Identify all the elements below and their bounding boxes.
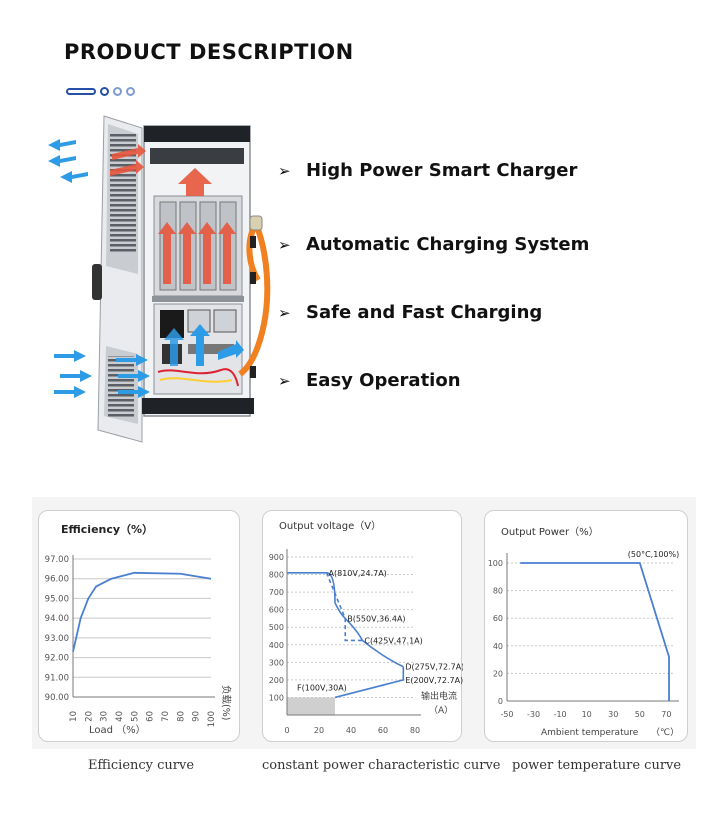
x-tick-label: 40 [115, 711, 125, 722]
constant-power-inner-line [325, 572, 363, 642]
y-tick-label: 500 [269, 623, 284, 632]
y-tick-label: 92.00 [45, 654, 69, 664]
x-tick-label: 10 [69, 711, 79, 722]
efficiency-chart: Efficiency（%） 90.00 91.00 92.00 93.00 94.00 95… [45, 523, 232, 736]
feature-item: ➢ High Power Smart Charger [278, 160, 577, 181]
feature-item: ➢ Safe and Fast Charging [278, 302, 542, 323]
pagination-dots [66, 85, 135, 97]
chart-title: Output Power（%） [501, 526, 599, 538]
x-tick-label: 70 [161, 711, 171, 722]
y-tick-label: 97.00 [45, 555, 69, 565]
x-tick-label: 60 [146, 711, 156, 722]
power-temperature-chart-panel: Output Power（%） 0 20 40 60 80 100 -50 -30 -10 10 30… [484, 510, 688, 742]
y-tick-label: 96.00 [45, 575, 69, 585]
arrow-bullet-icon: ➢ [278, 303, 291, 322]
chart-caption: Efficiency curve [88, 758, 195, 773]
chart-caption: power temperature curve [512, 758, 682, 773]
constant-power-lower-line [334, 666, 405, 699]
x-axis-label: Load （%） [89, 724, 146, 736]
feature-item: ➢ Automatic Charging System [278, 234, 589, 255]
x-tick-label: 20 [84, 711, 94, 722]
arrow-bullet-icon: ➢ [278, 371, 291, 390]
x-axis-unit: （℃） [651, 727, 679, 738]
charging-cabinet-image [48, 115, 271, 443]
x-axis-label: 输出电流 [421, 690, 457, 702]
feature-item: ➢ Easy Operation [278, 370, 461, 391]
feature-label: Safe and Fast Charging [306, 302, 543, 323]
pagination-dot-active [66, 87, 96, 95]
x-tick-label: 80 [176, 711, 186, 722]
y-tick-label: 60 [493, 614, 503, 623]
chart-title: Efficiency（%） [61, 523, 153, 536]
x-tick-label: 90 [192, 711, 202, 722]
x-tick-label: 0 [284, 726, 289, 735]
pagination-dot [126, 86, 135, 96]
shaded-region [287, 697, 335, 715]
x-tick-label: 30 [100, 711, 110, 722]
x-tick-label: -30 [527, 710, 540, 719]
point-annotation: B(550V,36.4A) [347, 614, 405, 623]
feature-label: High Power Smart Charger [306, 160, 578, 181]
y-tick-label: 700 [269, 588, 284, 597]
page-title: PRODUCT DESCRIPTION [64, 40, 354, 64]
x-tick-label: 100 [207, 711, 217, 727]
chart-caption: constant power characteristic curve [262, 758, 501, 773]
y-tick-label: 200 [269, 676, 284, 685]
y-tick-label: 300 [269, 658, 284, 667]
point-annotation: E(200V,72.7A) [405, 676, 463, 685]
x-axis-label: Ambient temperature [541, 728, 639, 738]
power-temperature-line [520, 562, 670, 701]
y-tick-label: 93.00 [45, 634, 69, 644]
x-axis-unit: （A） [429, 705, 453, 716]
arrow-bullet-icon: ➢ [278, 161, 291, 180]
x-axis-side-label: 负载(%) [220, 685, 232, 720]
x-tick-label: 40 [346, 726, 356, 735]
y-tick-label: 40 [493, 642, 503, 651]
power-temperature-chart: Output Power（%） 0 20 40 60 80 100 -50 -30 -10 10 30… [488, 526, 680, 738]
x-tick-label: 50 [635, 710, 645, 719]
efficiency-chart-panel: Efficiency（%） 90.00 91.00 92.00 93.00 94.00 95… [38, 510, 240, 742]
arrow-bullet-icon: ➢ [278, 235, 291, 254]
y-tick-label: 100 [269, 693, 284, 702]
x-tick-label: -10 [554, 710, 567, 719]
x-tick-label: 80 [410, 726, 420, 735]
efficiency-series-line [72, 571, 212, 652]
y-tick-label: 80 [493, 587, 503, 596]
point-annotation: F(100V,30A) [297, 683, 347, 692]
x-tick-label: 30 [608, 710, 618, 719]
x-tick-label: -50 [500, 710, 513, 719]
y-tick-label: 900 [269, 553, 284, 562]
y-tick-label: 91.00 [45, 673, 69, 683]
y-tick-label: 95.00 [45, 594, 69, 604]
point-annotation: D(275V,72.7A) [405, 663, 463, 672]
point-annotation: C(425V,47.1A) [364, 636, 422, 645]
y-tick-label: 0 [498, 697, 503, 706]
constant-power-chart: Output voltage（V）10020030040050060070080… [269, 520, 463, 735]
y-tick-label: 100 [488, 559, 503, 568]
y-tick-label: 800 [269, 571, 284, 580]
pagination-dot [113, 86, 122, 96]
point-annotation: A(810V,24.7A) [329, 569, 387, 578]
y-tick-label: 90.00 [45, 693, 69, 703]
point-annotation: (50°C,100%) [628, 550, 679, 559]
y-tick-label: 20 [493, 669, 503, 678]
x-tick-label: 60 [378, 726, 388, 735]
chart-title: Output voltage（V） [279, 520, 381, 532]
y-tick-label: 600 [269, 606, 284, 615]
x-tick-label: 10 [582, 710, 592, 719]
y-tick-label: 400 [269, 641, 284, 650]
x-tick-label: 50 [130, 711, 140, 722]
feature-label: Easy Operation [306, 370, 461, 391]
x-tick-label: 70 [661, 710, 671, 719]
y-tick-label: 94.00 [45, 614, 69, 624]
pagination-dot [100, 86, 109, 96]
feature-label: Automatic Charging System [306, 234, 590, 255]
x-tick-label: 20 [314, 726, 324, 735]
